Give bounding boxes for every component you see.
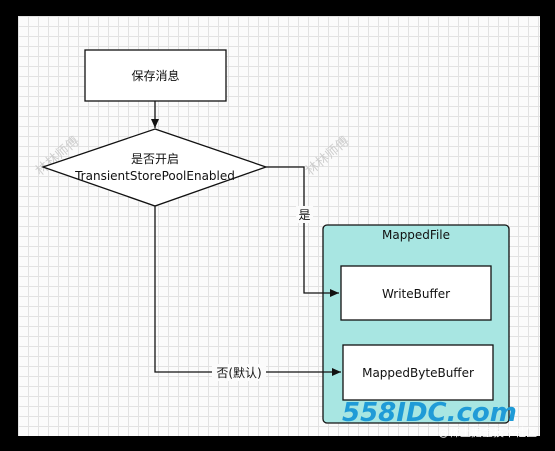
mapped-file-title: MappedFile: [382, 228, 450, 242]
write-buffer-label: WriteBuffer: [382, 287, 450, 301]
save-message-label: 保存消息: [131, 68, 179, 83]
no-label: 否(默认): [216, 365, 261, 380]
mapped-byte-buffer-label: MappedByteBuffer: [362, 366, 474, 380]
arrow-yes-to-write-buffer: [266, 166, 339, 297]
watermark-right: 林林师傅: [303, 134, 352, 179]
write-buffer-box: [340, 265, 492, 321]
decision-label-line2: TransientStorePoolEnabled: [74, 169, 235, 183]
no-label-bg: [212, 364, 266, 381]
save-message-box: [84, 49, 227, 102]
yes-label-bg: [296, 206, 313, 223]
arrow-no-to-mapped-byte-buffer: [154, 206, 341, 376]
site-logo: 558IDC.com: [342, 398, 517, 428]
mapped-byte-buffer-box: [342, 344, 494, 401]
yes-label: 是: [298, 208, 310, 222]
caption: @稀土掘金技术社区: [438, 425, 537, 439]
decision-diamond: [41, 128, 268, 207]
decision-label-line1: 是否开启: [131, 152, 179, 166]
